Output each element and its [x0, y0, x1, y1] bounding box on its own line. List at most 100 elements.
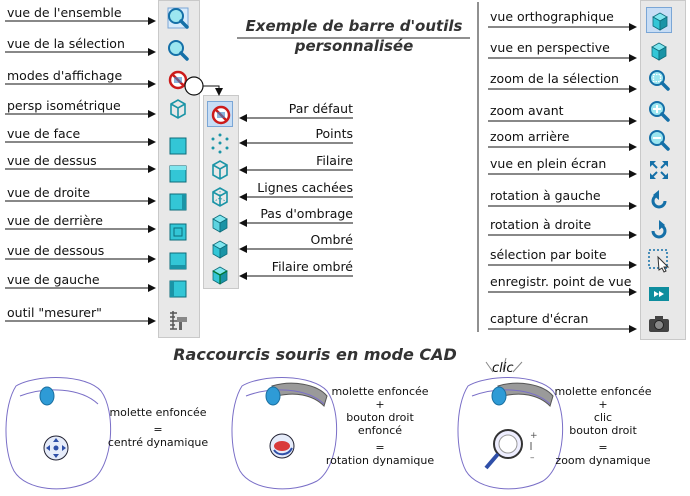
- mode-label-filaire-ombre: Filaire ombré: [271, 259, 353, 274]
- perspective-view-button[interactable]: [646, 38, 672, 64]
- shaded-mode-icon: [207, 236, 233, 262]
- label-vue-en-perspective: vue en perspective: [490, 40, 610, 55]
- clic-label: clic: [492, 361, 514, 376]
- back-view-button[interactable]: [165, 219, 191, 245]
- label-vue-de-dessus: vue de dessus: [7, 153, 97, 168]
- label-capture-d-ecran: capture d'écran: [490, 311, 589, 326]
- perspective-view-icon: [646, 38, 672, 64]
- label-vue-orthographique: vue orthographique: [490, 9, 614, 24]
- default-mode-button[interactable]: [207, 101, 233, 127]
- screenshot-icon: [646, 310, 672, 336]
- mode-label-ombre: Ombré: [310, 232, 353, 247]
- wireframe-mode-button[interactable]: [207, 156, 233, 182]
- measure-tool-icon: [165, 307, 191, 333]
- label-enregistr-point-de-vue: enregistr. point de vue: [490, 274, 632, 289]
- shaded-wireframe-mode-button[interactable]: [207, 262, 233, 288]
- display-modes-icon: [165, 67, 191, 93]
- svg-text:–: –: [530, 453, 535, 463]
- mouse2-line: +: [375, 398, 385, 411]
- right-view-button[interactable]: [165, 189, 191, 215]
- iso-perspective-button[interactable]: [165, 95, 191, 121]
- save-viewpoint-button[interactable]: [646, 280, 672, 306]
- mode-label-par-defaut: Par défaut: [288, 101, 353, 116]
- front-view-icon: [165, 133, 191, 159]
- zoom-in-button[interactable]: [646, 98, 672, 124]
- fit-selection-button[interactable]: [165, 37, 191, 63]
- orthographic-view-icon: [647, 8, 671, 34]
- right-view-icon: [165, 189, 191, 215]
- label-vue-de-la-selection: vue de la sélection: [7, 36, 125, 51]
- label-vue-de-dessous: vue de dessous: [7, 243, 105, 258]
- no-shading-mode-button[interactable]: [207, 210, 233, 236]
- save-viewpoint-icon: [646, 280, 672, 306]
- mouse-1: [5, 377, 112, 490]
- label-vue-de-droite: vue de droite: [7, 185, 91, 200]
- rotate-left-button[interactable]: [646, 188, 672, 214]
- iso-perspective-icon: [165, 95, 191, 121]
- label-vue-en-plein-ecran: vue en plein écran: [490, 156, 607, 171]
- shaded-wireframe-mode-icon: [207, 262, 233, 288]
- zoom-in-icon: [646, 98, 672, 124]
- left-view-button[interactable]: [165, 276, 191, 302]
- mouse3-line: zoom dynamique: [555, 454, 651, 467]
- rotate-right-icon: [646, 218, 672, 244]
- front-view-button[interactable]: [165, 133, 191, 159]
- hidden-lines-mode-icon: [207, 183, 233, 209]
- mouse1-line: centré dynamique: [107, 436, 209, 449]
- mouse-3: + –: [457, 357, 564, 490]
- mode-label-lignes-cachees: Lignes cachées: [257, 180, 353, 195]
- no-shading-mode-icon: [207, 210, 233, 236]
- fullscreen-button[interactable]: [646, 157, 672, 183]
- rotate-right-button[interactable]: [646, 218, 672, 244]
- mouse1-text: molette enfoncée=centré dynamique: [98, 406, 218, 449]
- mouse2-line: bouton droit: [346, 411, 414, 424]
- mouse3-line: clic: [593, 411, 613, 424]
- mouse3-line: bouton droit: [569, 424, 637, 437]
- mouse2-line: molette enfoncée: [331, 385, 429, 398]
- label-zoom-avant: zoom avant: [490, 103, 564, 118]
- screenshot-button[interactable]: [646, 310, 672, 336]
- top-view-button[interactable]: [165, 161, 191, 187]
- zoom-selection-icon: [646, 67, 672, 93]
- label-selection-par-boite: sélection par boite: [490, 247, 607, 262]
- mouse2-line: rotation dynamique: [325, 454, 435, 467]
- measure-tool-button[interactable]: [165, 307, 191, 333]
- mode-label-points: Points: [315, 126, 353, 141]
- svg-text:+: +: [530, 431, 538, 441]
- label-vue-de-face: vue de face: [7, 126, 81, 141]
- label-modes-d-affichage: modes d'affichage: [7, 68, 123, 83]
- top-view-icon: [165, 161, 191, 187]
- label-vue-de-derriere: vue de derrière: [7, 213, 103, 228]
- label-zoom-arriere: zoom arrière: [490, 129, 570, 144]
- mouse3-line: +: [598, 398, 608, 411]
- label-vue-de-gauche: vue de gauche: [7, 272, 100, 287]
- label-zoom-de-la-selection: zoom de la sélection: [490, 71, 619, 86]
- points-mode-button[interactable]: [207, 130, 233, 156]
- label-persp-isometrique: persp isométrique: [7, 98, 121, 113]
- bottom-view-button[interactable]: [165, 248, 191, 274]
- label-vue-de-l-ensemble: vue de l'ensemble: [7, 5, 122, 20]
- zoom-out-icon: [646, 127, 672, 153]
- zoom-out-button[interactable]: [646, 127, 672, 153]
- default-mode-icon: [208, 102, 232, 128]
- orthographic-view-button[interactable]: [646, 7, 672, 33]
- toolbar-example-title: Exemple de barre d'outils personnalisée: [236, 16, 472, 56]
- hidden-lines-mode-button[interactable]: [207, 183, 233, 209]
- title-line-2: personnalisée: [294, 37, 414, 55]
- fit-selection-icon: [165, 37, 191, 63]
- shaded-mode-button[interactable]: [207, 236, 233, 262]
- display-modes-button[interactable]: [165, 67, 191, 93]
- title-line-1: Exemple de barre d'outils: [245, 17, 463, 35]
- zoom-selection-button[interactable]: [646, 67, 672, 93]
- fit-all-button[interactable]: [165, 5, 191, 31]
- label-rotation-a-gauche: rotation à gauche: [490, 188, 601, 203]
- box-select-button[interactable]: [646, 247, 672, 273]
- fullscreen-icon: [646, 157, 672, 183]
- mouse2-line: =: [375, 441, 385, 454]
- fit-all-icon: [165, 5, 191, 31]
- mode-label-filaire: Filaire: [316, 153, 353, 168]
